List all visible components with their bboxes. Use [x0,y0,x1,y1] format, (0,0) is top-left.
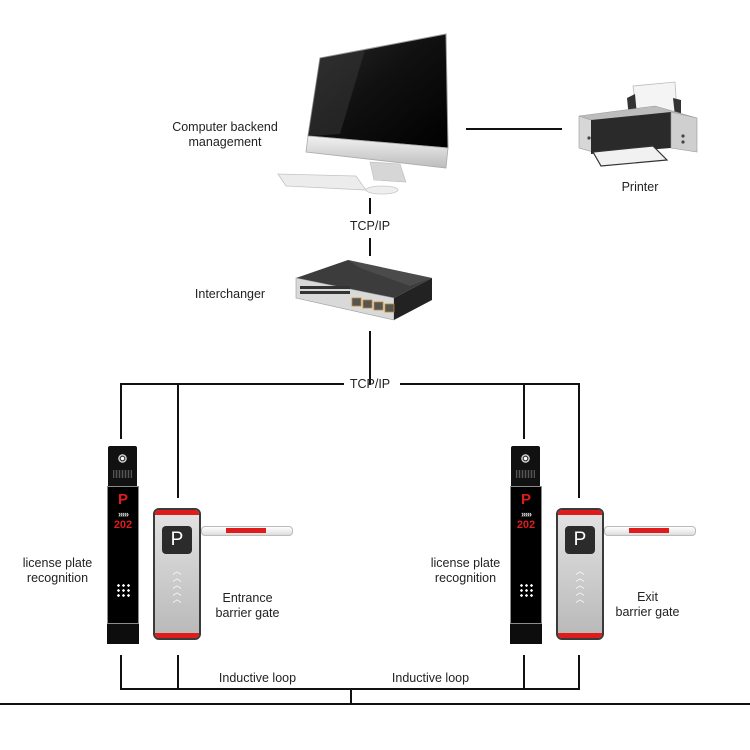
loop-gate-entrance [177,655,179,690]
lpr-base [107,624,139,644]
chevron-up-icon: ︿︿︿︿︿ [172,566,182,604]
camera-lens-icon [521,454,530,463]
printer-icon [578,81,698,167]
gate-exit-label-line2: barrier gate [615,605,680,619]
bus-right-segment [400,383,580,385]
chevron-right-icon: ››››› [118,509,129,519]
tcpip-label-lower: TCP/IP [349,377,391,391]
ground-line [0,703,750,705]
gate-entrance-label-line2: barrier gate [215,606,280,620]
chevron-right-icon: ››››› [521,509,532,519]
switch-label: Interchanger [194,287,266,301]
computer-label-line1: Computer backend [172,120,278,134]
lpr-entrance-label: license plate recognition [10,556,105,586]
lpr-camera-entrance: P ››››› 202 [107,446,139,644]
chevron-up-icon: ︿︿︿︿︿ [575,566,585,604]
link-switch-bus-vertical [369,331,371,385]
parking-sign: P [117,491,128,508]
computer-label-line2: management [188,135,262,149]
link-computer-printer [466,128,562,130]
lpr-entrance-label-line1: license plate [22,556,93,570]
bus-left-segment [120,383,344,385]
lpr-display-panel: P ››››› 202 [510,486,542,624]
lpr-display-panel: P ››››› 202 [107,486,139,624]
gate-entrance-label-line1: Entrance [222,591,273,605]
lpr-exit-label: license plate recognition [418,556,513,586]
gate-exit-label: Exit barrier gate [600,590,695,620]
parking-sign-icon: P [162,526,192,554]
space-count: 202 [113,519,133,531]
inductive-loop-entrance-label: Inductive loop [218,671,297,685]
barrier-gate-entrance: P ︿︿︿︿︿ [153,508,201,640]
lpr-exit-label-line2: recognition [434,571,497,585]
lpr-entrance-label-line2: recognition [26,571,89,585]
lpr-base [510,624,542,644]
light-grid-icon [519,583,533,597]
light-grid-icon [116,583,130,597]
loop-gate-exit [578,655,580,690]
camera-lens-icon [118,454,127,463]
tcpip-label-upper: TCP/IP [349,219,391,233]
lpr-exit-label-line1: license plate [430,556,501,570]
loop-connector [350,688,352,705]
network-switch-icon [295,260,432,321]
space-count: 202 [516,519,536,531]
lpr-camera-head [511,446,540,486]
drop-lpr-entrance [120,383,122,439]
gate-entrance-label: Entrance barrier gate [200,591,295,621]
printer-label: Printer [621,180,659,194]
barrier-arm-entrance [201,526,293,536]
drop-lpr-exit [523,383,525,439]
parking-sign: P [520,491,531,508]
lpr-camera-head [108,446,137,486]
parking-sign-icon: P [565,526,595,554]
barrier-arm-exit [604,526,696,536]
link-computer-switch-lower [369,238,371,256]
computer-icon [277,33,449,195]
lpr-camera-exit: P ››››› 202 [510,446,542,644]
computer-label: Computer backend management [150,120,300,150]
drop-gate-exit [578,383,580,498]
gate-exit-label-line1: Exit [637,590,658,604]
inductive-loop-exit-label: Inductive loop [391,671,470,685]
loop-lpr-entrance [120,655,122,690]
loop-lpr-exit [523,655,525,690]
drop-gate-entrance [177,383,179,498]
link-computer-switch-upper [369,198,371,214]
barrier-gate-exit: P ︿︿︿︿︿ [556,508,604,640]
